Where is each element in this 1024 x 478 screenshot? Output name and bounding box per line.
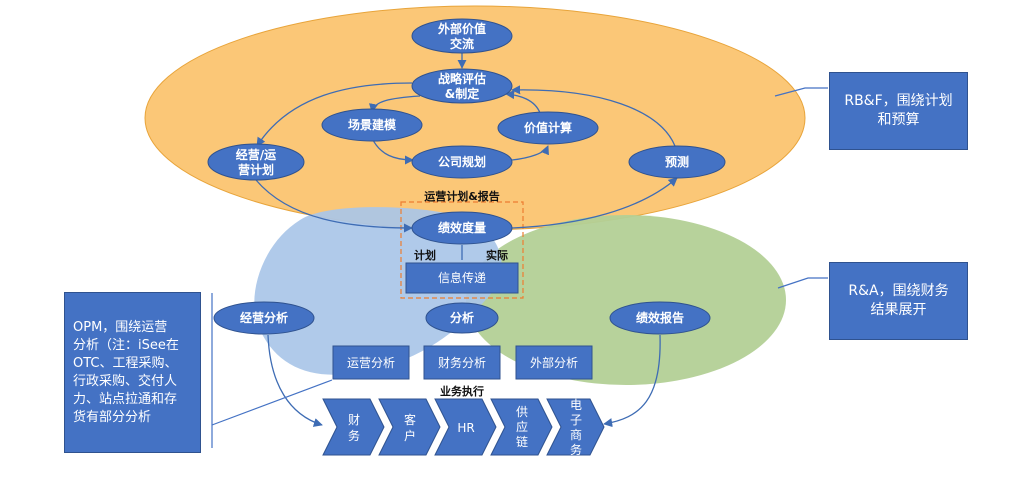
note-rbf-line1: RB&F，围绕计划 (844, 93, 953, 109)
node-company-plan-label: 公司规划 (438, 154, 486, 169)
node-performance-measure-label: 绩效度量 (438, 220, 486, 235)
node-company-plan[interactable]: 公司规划 (411, 145, 513, 179)
note-rbf-line2: 和预算 (877, 112, 920, 128)
business-execution-label: 业务执行 (440, 384, 484, 398)
node-analysis[interactable]: 分析 (425, 302, 499, 334)
note-opm: OPM，围绕运营 分析（注：iSee在 OTC、工程采购、 行政采购、交付人 力… (64, 292, 201, 453)
chevron-customer-line1: 客 (404, 412, 416, 427)
chevron-ecommerce-line2: 子 (570, 413, 582, 427)
node-strategy-line1: 战略评估 (438, 71, 486, 86)
ops-plan-report-label: 运营计划&报告 (424, 189, 500, 203)
node-scenario-label: 场景建模 (348, 117, 397, 132)
note-rbf: RB&F，围绕计划 和预算 (829, 72, 968, 150)
chevron-ecommerce-line3: 商 (570, 427, 582, 442)
note-ra-line2: 结果展开 (870, 302, 927, 318)
chevron-supply-chain[interactable]: 供 应 链 (490, 398, 553, 456)
note-opm-line3: OTC、工程采购、 (73, 355, 178, 371)
chevron-finance[interactable]: 财 务 (322, 398, 385, 456)
chevron-ecommerce-line1: 电 (570, 398, 582, 412)
node-external-value-line2: 交流 (450, 36, 474, 51)
node-business-analysis[interactable]: 经营分析 (213, 301, 315, 335)
ops-plan-report-highlight (400, 201, 524, 299)
info-transfer-box[interactable]: 信息传递 (405, 262, 519, 294)
chevron-ecommerce[interactable]: 电 子 商 务 (546, 398, 605, 457)
external-analysis-box[interactable]: 外部分析 (515, 345, 593, 380)
note-leaders (211, 87, 828, 448)
node-analysis-label: 分析 (450, 310, 474, 325)
note-opm-line4: 行政采购、交付人 (73, 373, 178, 389)
node-external-value-line1: 外部价值 (438, 21, 486, 36)
node-ops-plan-line2: 营计划 (238, 162, 274, 177)
node-scenario[interactable]: 场景建模 (321, 108, 423, 142)
info-transfer-label: 信息传递 (438, 270, 486, 285)
note-opm-line2: 分析（注：iSee在 (73, 337, 179, 353)
node-forecast[interactable]: 预测 (628, 145, 726, 179)
node-performance-report-label: 绩效报告 (636, 310, 684, 325)
chevron-finance-line1: 财 (348, 413, 360, 427)
chevron-customer[interactable]: 客 户 (378, 398, 441, 456)
finance-analysis-label: 财务分析 (438, 355, 486, 370)
node-forecast-label: 预测 (665, 154, 689, 169)
external-analysis-label: 外部分析 (530, 355, 578, 370)
node-value-calc-label: 价值计算 (524, 120, 572, 135)
node-strategy-line2: &制定 (445, 86, 479, 101)
note-ra-line1: R&A，围绕财务 (848, 283, 949, 299)
node-performance-report[interactable]: 绩效报告 (609, 301, 711, 335)
chevron-supply-chain-line2: 应 (516, 419, 528, 434)
node-performance-measure[interactable]: 绩效度量 (411, 211, 513, 245)
node-ops-plan[interactable]: 经营/运 营计划 (207, 143, 305, 181)
chevron-finance-line2: 务 (348, 428, 360, 443)
node-ops-plan-line1: 经营/运 (236, 147, 276, 162)
node-business-analysis-label: 经营分析 (240, 310, 288, 325)
node-value-calc[interactable]: 价值计算 (497, 111, 599, 145)
node-strategy[interactable]: 战略评估 &制定 (411, 68, 513, 104)
opm-shape (254, 207, 502, 375)
chevron-supply-chain-line1: 供 (516, 405, 528, 419)
note-opm-line5: 力、站点拉通和存 (73, 391, 178, 407)
note-opm-line6: 货有部分分析 (73, 409, 152, 425)
finance-analysis-box[interactable]: 财务分析 (423, 345, 501, 380)
note-opm-line1: OPM，围绕运营 (73, 319, 168, 335)
node-external-value[interactable]: 外部价值 交流 (411, 18, 513, 54)
ops-analysis-label: 运营分析 (347, 356, 395, 370)
chevron-ecommerce-line4: 务 (570, 442, 582, 457)
chevron-hr[interactable]: HR (434, 398, 497, 456)
plan-label: 计划 (414, 248, 436, 262)
actual-label: 实际 (486, 248, 508, 262)
note-ra: R&A，围绕财务 结果展开 (829, 262, 968, 340)
ra-ellipse (466, 215, 786, 385)
ops-analysis-box[interactable]: 运营分析 (332, 345, 410, 380)
chevron-hr-label: HR (457, 421, 474, 435)
chevron-supply-chain-line3: 链 (516, 434, 528, 449)
chevron-customer-line2: 户 (404, 428, 416, 443)
